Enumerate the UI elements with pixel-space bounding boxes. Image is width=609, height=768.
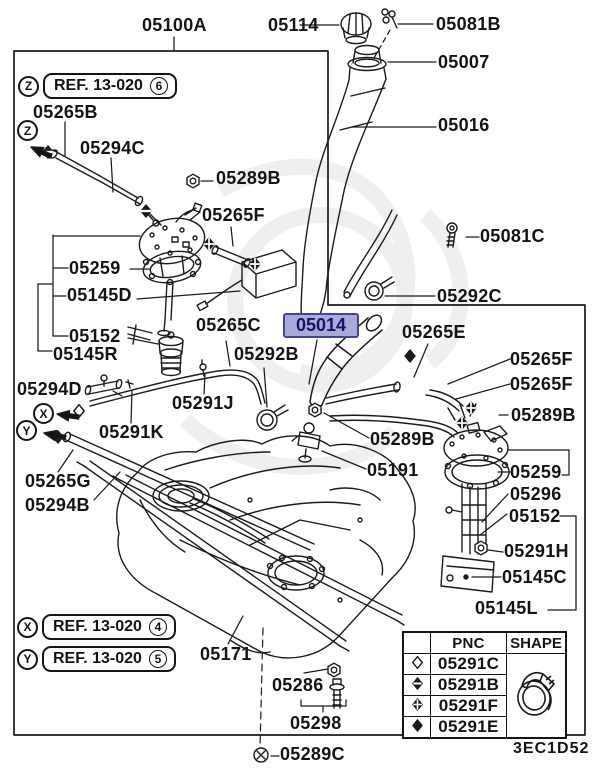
diamond-solid-icon <box>402 716 431 739</box>
part-label-05081C[interactable]: 05081C <box>480 226 545 246</box>
fuel-lines-and-hoses <box>84 314 464 463</box>
nut-05289B-icon <box>186 173 200 189</box>
fuel-gauge-sender-assembly <box>50 149 297 377</box>
diamond-cross-icon <box>402 695 431 717</box>
part-label-05081B[interactable]: 05081B <box>436 14 501 34</box>
leader-lines <box>37 23 577 757</box>
fuel-filter-05152 <box>158 331 184 377</box>
ref-z-number: 6 <box>149 77 168 95</box>
part-label-05289B-a[interactable]: 05289B <box>216 168 281 188</box>
part-label-05294D[interactable]: 05294D <box>17 379 82 399</box>
part-label-05294B[interactable]: 05294B <box>25 495 90 515</box>
part-label-05145C[interactable]: 05145C <box>502 567 567 587</box>
fuel-pump-assembly <box>440 403 510 593</box>
valve-05191 <box>291 422 321 463</box>
symbol-header-cell <box>402 631 431 654</box>
part-label-05259-a[interactable]: 05259 <box>69 258 121 278</box>
part-label-05289C[interactable]: 05289C <box>280 744 345 764</box>
part-label-05265F-c[interactable]: 05265F <box>510 374 573 394</box>
highlight-05014[interactable]: 05014 <box>283 313 359 338</box>
bolt-05081B <box>381 8 398 29</box>
pnc-05291C[interactable]: 05291C <box>430 653 507 675</box>
pnc-header: PNC <box>430 631 507 654</box>
diamond-striped-icon <box>402 674 431 696</box>
part-label-05296[interactable]: 05296 <box>510 484 562 504</box>
ref-x-number: 4 <box>148 618 167 636</box>
part-label-05286[interactable]: 05286 <box>272 675 324 695</box>
ref-z-label: REF. 13-020 <box>54 77 143 94</box>
screw-05289C <box>253 747 269 763</box>
table-row: 05291F <box>402 695 566 717</box>
ref-row-z: Z REF. 13-020 6 <box>18 73 177 99</box>
part-label-05171[interactable]: 05171 <box>200 644 252 664</box>
table-row: 05291E <box>402 716 566 739</box>
pnc-05291E[interactable]: 05291E <box>430 716 507 739</box>
part-label-05265B[interactable]: 05265B <box>33 102 98 122</box>
bolt-05081C <box>446 222 458 248</box>
part-label-05292B[interactable]: 05292B <box>234 344 299 364</box>
part-label-05191[interactable]: 05191 <box>367 460 419 480</box>
callout-y-icon: Y <box>17 648 38 670</box>
part-label-05292C[interactable]: 05292C <box>437 286 502 306</box>
callout-z-icon: Z <box>18 75 39 97</box>
part-label-05298[interactable]: 05298 <box>290 713 342 733</box>
part-label-05265E[interactable]: 05265E <box>402 322 466 342</box>
callout-x-icon: X <box>17 616 38 638</box>
part-label-05152-b[interactable]: 05152 <box>509 506 561 526</box>
drain-plug-parts <box>253 662 345 763</box>
part-label-05114[interactable]: 05114 <box>268 15 319 35</box>
nut-05289B-mid-icon <box>308 402 322 418</box>
pnc-05291F[interactable]: 05291F <box>430 695 507 717</box>
ref-row-x: X REF. 13-020 4 <box>17 614 176 640</box>
pnc-shape-table: PNC SHAPE 05291C 05291B 05291F 0529 <box>402 631 567 739</box>
part-label-05145L[interactable]: 05145L <box>475 598 538 618</box>
hose-clamp-icon <box>506 653 567 739</box>
part-label-05259-b[interactable]: 05259 <box>510 462 562 482</box>
clamp-05292C <box>364 276 395 301</box>
centerline <box>259 627 264 749</box>
part-label-05291K[interactable]: 05291K <box>99 422 164 442</box>
clamp-05292B <box>256 404 289 431</box>
part-label-05016[interactable]: 05016 <box>438 115 490 135</box>
nut-05291H-icon <box>474 540 488 556</box>
diamond-solid-icon <box>404 349 416 363</box>
part-label-05152-a[interactable]: 05152 <box>69 326 121 346</box>
table-row: 05291C <box>402 653 567 739</box>
part-label-05265F-a[interactable]: 05265F <box>202 205 265 225</box>
ref-x-label: REF. 13-020 <box>53 618 142 635</box>
watermark <box>179 158 469 475</box>
part-label-05265C[interactable]: 05265C <box>196 315 261 335</box>
fuel-tank <box>62 431 416 659</box>
diagram-border <box>13 50 586 736</box>
part-label-05100A[interactable]: 05100A <box>142 15 207 35</box>
callout-z-view-icon: Z <box>17 120 38 141</box>
part-label-05289B-c[interactable]: 05289B <box>370 429 435 449</box>
diagram-code: 3EC1D52 <box>513 740 590 757</box>
callout-x-view-icon: X <box>33 403 54 424</box>
part-label-05007[interactable]: 05007 <box>438 52 490 72</box>
ref-y-label: REF. 13-020 <box>53 650 142 667</box>
callout-y-view-icon: Y <box>16 420 37 441</box>
diamond-cross-icon <box>455 415 469 431</box>
filter-05145C <box>440 555 495 593</box>
part-label-05289B-b[interactable]: 05289B <box>511 405 576 425</box>
ref-y-number: 5 <box>148 650 167 668</box>
part-label-05291H[interactable]: 05291H <box>504 541 569 561</box>
pnc-05291B[interactable]: 05291B <box>430 674 507 696</box>
part-label-05294C[interactable]: 05294C <box>80 138 145 158</box>
part-label-05265F-b[interactable]: 05265F <box>510 349 573 369</box>
shape-header: SHAPE <box>506 631 567 654</box>
part-label-05145R[interactable]: 05145R <box>53 344 118 364</box>
diamond-cross-icon <box>464 400 478 416</box>
connector-05145D <box>196 249 297 312</box>
part-label-05145D[interactable]: 05145D <box>67 285 132 305</box>
part-label-05265G[interactable]: 05265G <box>25 471 91 491</box>
ref-row-y: Y REF. 13-020 5 <box>17 646 176 672</box>
part-label-05291J[interactable]: 05291J <box>172 393 234 413</box>
diamond-open-icon <box>402 653 431 675</box>
